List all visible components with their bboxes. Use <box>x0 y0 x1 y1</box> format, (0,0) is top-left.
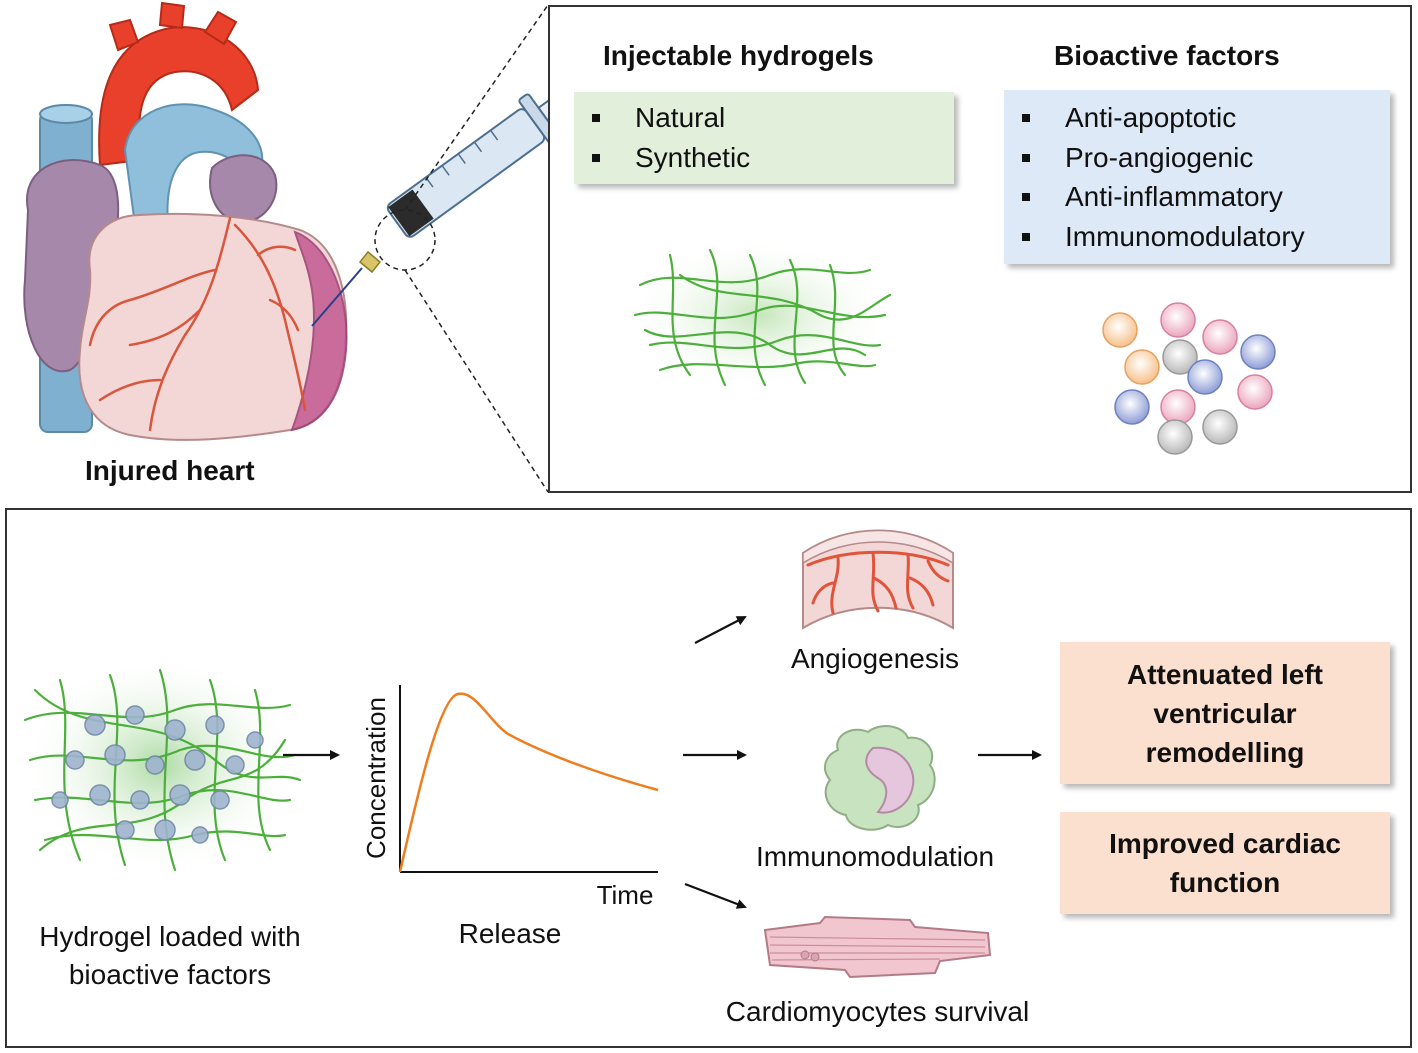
chart-ylabel: Concentration <box>361 697 391 859</box>
zoom-callout-lines <box>374 4 549 493</box>
effect-cardiomyocytes-label: Cardiomyocytes survival <box>725 996 1030 1027</box>
factor-item: Pro-angiogenic <box>1004 138 1390 178</box>
hydrogels-box: Natural Synthetic <box>574 92 954 184</box>
arrow-to-angiogenesis <box>694 616 747 644</box>
arrow-to-survival <box>684 882 747 909</box>
chart-xlabel: Time <box>597 880 654 910</box>
hydrogel-item: Natural <box>574 98 954 138</box>
vascular-tissue-icon <box>802 529 954 630</box>
factor-item: Immunomodulatory <box>1004 217 1390 257</box>
factors-list: Anti-apoptotic Pro-angiogenic Anti-infla… <box>1004 98 1390 256</box>
outcome-remodelling: Attenuated left ventricular remodelling <box>1060 642 1390 784</box>
hydrogels-list: Natural Synthetic <box>574 98 954 177</box>
hydrogel-item: Synthetic <box>574 138 954 178</box>
effect-angiogenesis-label: Angiogenesis <box>790 643 960 674</box>
release-curve <box>398 692 659 873</box>
immune-cell-icon <box>823 725 936 831</box>
release-label: Release <box>458 918 562 949</box>
effect-immunomodulation-label: Immunomodulation <box>755 841 995 872</box>
factor-item: Anti-apoptotic <box>1004 98 1390 138</box>
release-chart: Concentration Time <box>361 685 659 910</box>
bioactive-factor-particles-icon <box>1102 302 1276 455</box>
hydrogel-mesh-icon <box>625 237 895 393</box>
loaded-hydrogel-icon <box>20 653 302 877</box>
cardiomyocyte-icon <box>763 915 992 979</box>
injured-heart-illustration <box>23 1 348 441</box>
factors-box: Anti-apoptotic Pro-angiogenic Anti-infla… <box>1004 90 1390 264</box>
factor-item: Anti-inflammatory <box>1004 177 1390 217</box>
hydrogels-title: Injectable hydrogels <box>603 40 874 71</box>
factors-title: Bioactive factors <box>1054 40 1280 71</box>
injured-heart-label: Injured heart <box>85 455 255 486</box>
outcome-cardiac-function: Improved cardiac function <box>1060 812 1390 914</box>
loaded-hydrogel-label: Hydrogel loaded with bioactive factors <box>39 921 301 990</box>
